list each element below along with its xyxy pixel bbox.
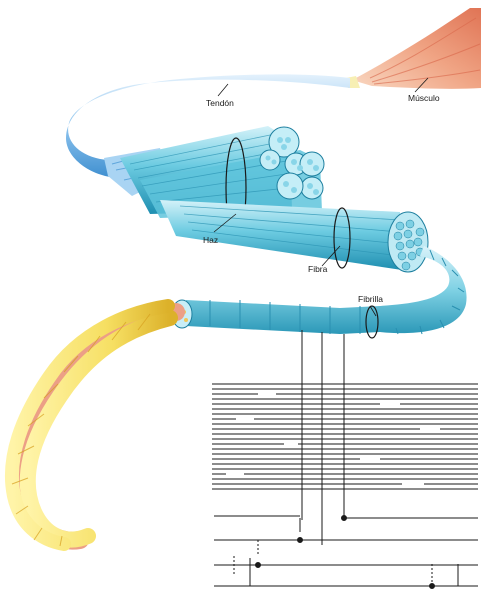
muscle-illustration	[346, 8, 481, 89]
fiber-label: Fibra	[308, 264, 328, 274]
fibril-label: Fibrilla	[358, 294, 383, 304]
bundle-label: Haz	[203, 235, 218, 245]
muscle-fiber	[160, 200, 428, 272]
myofilament-rope	[12, 306, 176, 546]
sarcomere-schematic	[212, 330, 478, 589]
tendon-label: Tendón	[206, 98, 234, 108]
muscle-label: Músculo	[408, 93, 440, 103]
